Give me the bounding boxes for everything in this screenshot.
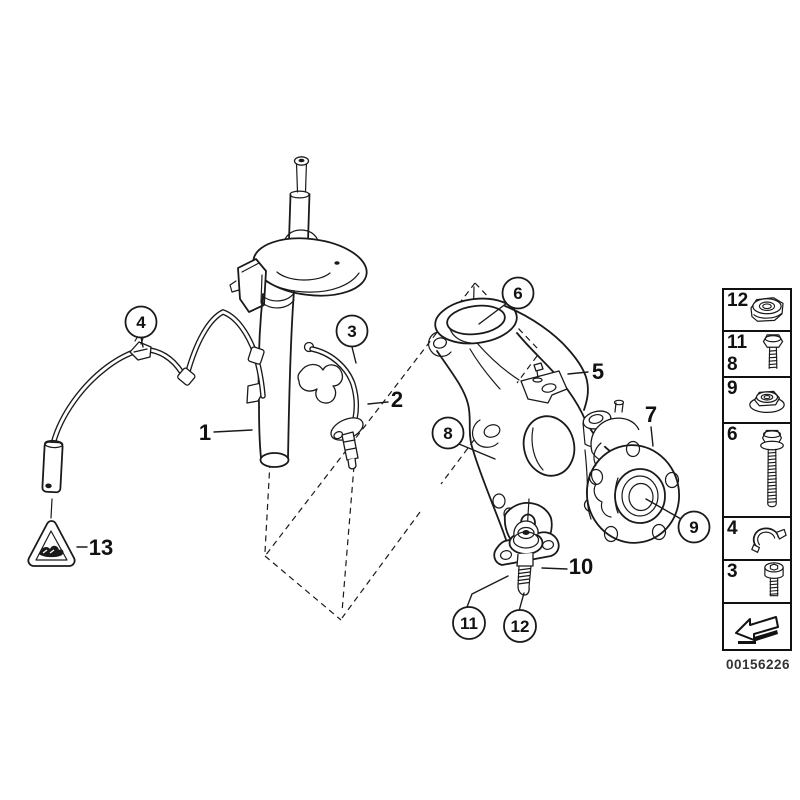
svg-text:4: 4 (136, 313, 146, 332)
callout-circle (431, 416, 465, 450)
svg-text:1: 1 (199, 420, 211, 445)
legend-label: 12 (727, 290, 749, 311)
legend-item-11-8[interactable]: 11 8 (724, 332, 790, 378)
legend-item-6[interactable]: 6 (724, 424, 790, 518)
spring-strut (229, 156, 368, 468)
leader-lines (76, 302, 682, 612)
svg-text:5: 5 (592, 359, 604, 384)
label-5[interactable]: 5 (592, 359, 604, 384)
label-7[interactable]: 7 (645, 402, 657, 427)
label-10[interactable]: 10 (569, 554, 593, 579)
legend-item-3[interactable]: 3 (724, 561, 790, 604)
hex-bolt-icon (762, 334, 784, 369)
callout-3[interactable]: 3 (335, 314, 369, 348)
svg-text:8: 8 (443, 424, 452, 443)
label-1[interactable]: 1 (199, 420, 211, 445)
direction-arrow-icon (735, 615, 779, 644)
label-2[interactable]: 2 (391, 387, 403, 412)
legend-label: 3 (727, 561, 738, 582)
callout-9[interactable]: 9 (677, 510, 711, 544)
svg-text:2: 2 (391, 387, 403, 412)
svg-text:12: 12 (511, 617, 530, 636)
legend-label: 6 (727, 424, 738, 445)
legend-label: 4 (727, 518, 738, 539)
callout-6[interactable]: 6 (501, 276, 535, 310)
callout-8[interactable]: 8 (431, 416, 465, 450)
svg-text:3: 3 (347, 322, 356, 341)
long-flange-bolt-icon (760, 429, 784, 508)
ball-joint (493, 498, 560, 596)
svg-text:7: 7 (645, 402, 657, 427)
wheel-hub (585, 399, 681, 544)
callout-circle (452, 606, 486, 640)
callout-11[interactable]: 11 (452, 606, 486, 640)
callout-12[interactable]: 12 (503, 609, 537, 643)
sensor-connector (41, 439, 64, 494)
svg-text:11: 11 (460, 614, 478, 633)
legend-item-arrow[interactable] (724, 604, 790, 649)
callout-circle (501, 276, 535, 310)
callout-4[interactable]: 4 (124, 305, 158, 339)
svg-text:10: 10 (569, 554, 593, 579)
legend-label: 11 (727, 332, 748, 353)
legend-label: 9 (727, 378, 738, 399)
legend-label: 8 (727, 354, 738, 375)
legend-item-4[interactable]: 4 (724, 518, 790, 561)
flange-nut-icon (749, 390, 785, 414)
legend-item-12[interactable]: 12 (724, 290, 790, 332)
svg-text:9: 9 (689, 518, 698, 537)
warning-triangle (27, 520, 76, 567)
callout-circle (335, 314, 369, 348)
callout-circle (503, 609, 537, 643)
cable-clip (129, 335, 152, 361)
spring-clip-icon (751, 527, 787, 553)
socket-head-bolt-icon (764, 561, 784, 596)
part-number: 00156226 (725, 657, 791, 672)
callout-circle (124, 305, 158, 339)
wheel-speed-sensor (303, 341, 364, 470)
legend-item-9[interactable]: 9 (724, 378, 790, 424)
sensor-wire-left (41, 309, 266, 519)
callout-circle (677, 510, 711, 544)
label-13[interactable]: 13 (89, 535, 113, 560)
svg-text:6: 6 (513, 284, 522, 303)
fastener-legend: 12 11 8 9 6 (722, 288, 792, 651)
lock-nut-icon (750, 297, 784, 322)
svg-text:13: 13 (89, 535, 113, 560)
